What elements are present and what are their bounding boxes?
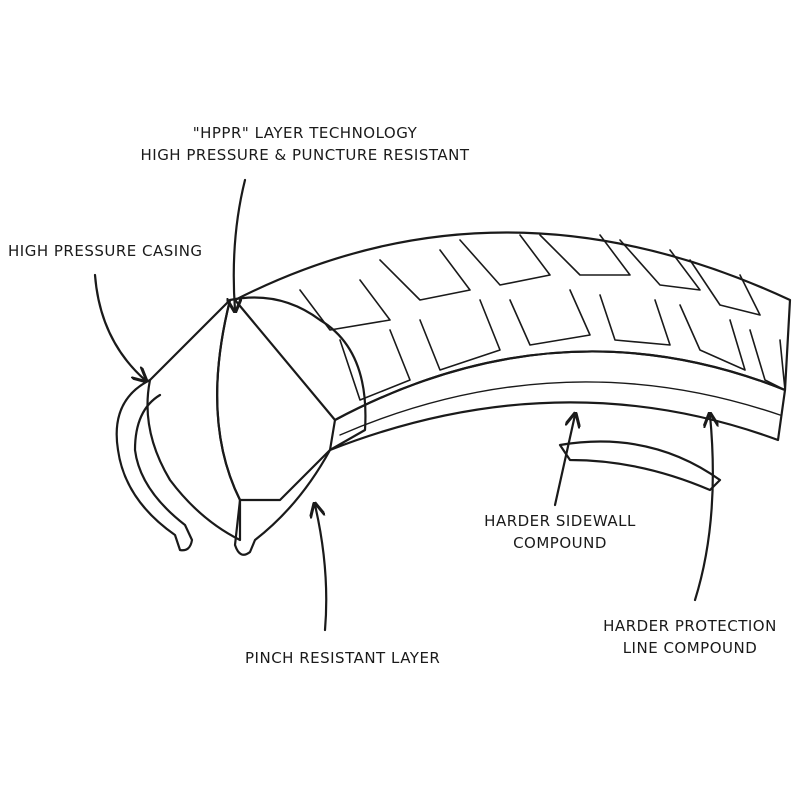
label-protection: Harder Protection Line Compound — [595, 615, 785, 659]
arrow-pinch — [315, 505, 328, 632]
tread — [233, 231, 792, 422]
tread-blocks — [299, 234, 786, 401]
label-protection-line1: Harder Protection — [603, 617, 777, 635]
label-hppr-title: "HPPR" Layer Technology — [192, 124, 418, 142]
arrow-protection — [693, 415, 713, 602]
label-pinch: Pinch Resistant Layer — [245, 649, 441, 667]
label-sidewall-line2: Compound — [513, 534, 607, 552]
label-sidewall: Harder Sidewall Compound — [470, 510, 650, 554]
arrow-hppr — [234, 178, 247, 310]
label-protection-line2: Line Compound — [622, 639, 758, 657]
label-hppr: "HPPR" Layer Technology High Pressure & … — [140, 122, 470, 166]
label-sidewall-line1: Harder Sidewall — [484, 512, 636, 530]
label-casing: High Pressure Casing — [8, 242, 203, 260]
label-hppr-subtitle: High Pressure & Puncture Resistant — [140, 146, 470, 164]
protection-line — [558, 440, 722, 492]
cross-section — [115, 378, 194, 552]
arrow-casing — [93, 273, 145, 380]
arrow-sidewall — [553, 415, 575, 507]
sidewall — [328, 350, 787, 452]
casing — [146, 298, 242, 542]
